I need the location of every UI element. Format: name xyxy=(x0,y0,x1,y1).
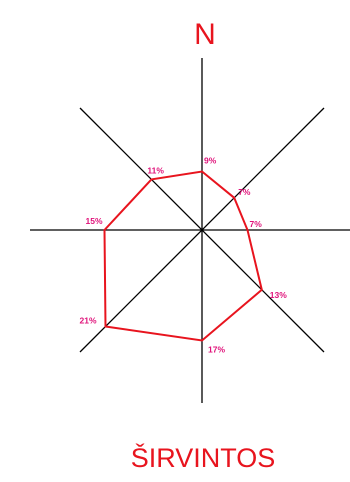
pct-label-e: 7% xyxy=(250,219,263,229)
station-name: ŠIRVINTOS xyxy=(131,442,276,473)
pct-label-w: 15% xyxy=(85,216,102,226)
percentage-labels: 9% 7% 7% 13% 17% 21% 15% 11% xyxy=(79,156,287,355)
axis-nw-se xyxy=(79,107,325,353)
pct-label-sw: 21% xyxy=(79,316,96,326)
wind-frequency-polygon xyxy=(103,170,263,342)
pct-label-se: 13% xyxy=(270,290,287,300)
pct-label-s: 17% xyxy=(208,345,225,355)
pct-label-nw: 11% xyxy=(147,165,164,175)
north-label: N xyxy=(194,18,216,51)
pct-label-n: 9% xyxy=(204,156,217,166)
wind-rose-axes xyxy=(30,58,350,403)
pct-label-ne: 7% xyxy=(238,187,251,197)
